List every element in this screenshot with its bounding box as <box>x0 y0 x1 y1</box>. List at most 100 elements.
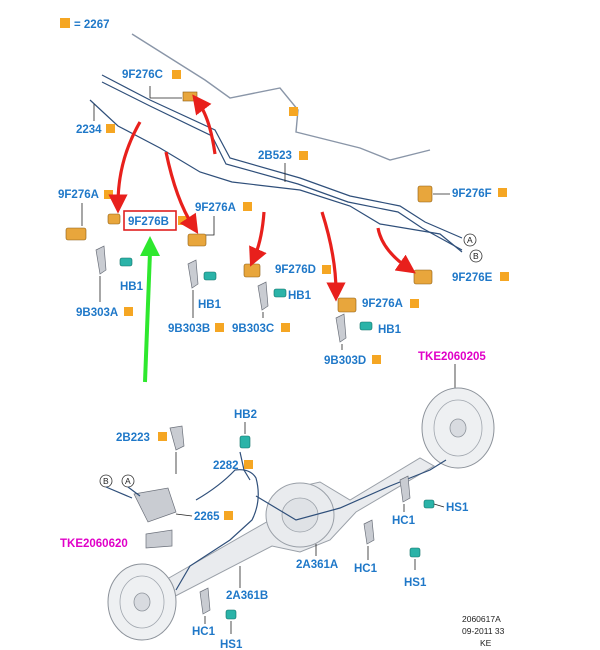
label-2b523: 2B523 <box>258 150 292 162</box>
hose-hb1-c <box>273 288 287 298</box>
leader-hs1-a <box>433 503 445 508</box>
fitting-9f276f <box>417 185 433 203</box>
label-2265: 2265 <box>194 511 220 523</box>
bracket-2b223 <box>169 425 185 451</box>
red-arrow-to-9f276b <box>108 121 142 214</box>
marker-9f276f <box>498 188 507 197</box>
brake-line-upper <box>101 74 463 239</box>
marker-grey-line <box>289 107 298 116</box>
label-tke-right: TKE2060205 <box>418 351 486 363</box>
label-hb2: HB2 <box>234 409 257 421</box>
red-arrow-to-9f276a-right <box>320 211 346 302</box>
label-hc1-b: HC1 <box>354 563 378 575</box>
hose-hb2 <box>239 435 251 449</box>
bracket-hc1-c <box>199 587 211 615</box>
label-2234: 2234 <box>76 124 102 136</box>
legend-text: = 2267 <box>74 19 110 31</box>
label-hb1-b: HB1 <box>198 299 222 311</box>
label-hs1-a: HS1 <box>446 502 469 514</box>
bracket-9b303b <box>187 259 199 289</box>
label-2a361a: 2A361A <box>296 559 338 571</box>
fitting-9f276d <box>243 263 261 278</box>
label-9b303d: 9B303D <box>324 355 366 367</box>
marker-2234 <box>106 124 115 133</box>
valve-assembly <box>133 487 177 523</box>
drum-left-inner <box>119 575 165 629</box>
marker-9f276c <box>172 70 181 79</box>
marker-9b303b <box>215 323 224 332</box>
drum-left-hub <box>133 592 151 612</box>
hose-hb1-d <box>359 321 373 331</box>
marker-9b303d <box>372 355 381 364</box>
label-hb1-d: HB1 <box>378 324 402 336</box>
marker-9f276d <box>322 265 331 274</box>
drum-right-inner <box>433 399 483 457</box>
leader-2265 <box>175 513 193 517</box>
red-arrow-to-9f276e <box>376 227 416 274</box>
label-2a361b: 2A361B <box>226 590 268 602</box>
differential-cover <box>281 497 319 533</box>
marker-9f276a-left <box>104 190 113 199</box>
axle-brake-line-left <box>175 469 259 591</box>
valve-lines <box>105 486 141 499</box>
circle-b-top-label: B <box>473 251 479 261</box>
label-9f276b: 9F276B <box>128 216 169 228</box>
red-arrow-to-9f276a-mid <box>164 151 199 235</box>
leader-9f276c <box>149 86 182 99</box>
label-9b303a: 9B303A <box>76 307 118 319</box>
label-2b223: 2B223 <box>116 432 150 444</box>
hose-hb1-a <box>119 257 133 267</box>
circle-b-low-label: B <box>103 476 109 486</box>
bracket-9b303c <box>257 281 269 311</box>
fitting-9f276a-left <box>65 227 87 241</box>
label-tke-left: TKE2060620 <box>60 538 128 550</box>
leader-9f276a-mid <box>205 216 215 236</box>
label-9f276f: 9F276F <box>452 188 492 200</box>
circle-a-low-label: A <box>125 476 131 486</box>
label-hc1-a: HC1 <box>392 515 416 527</box>
marker-9f276a-mid <box>243 202 252 211</box>
label-hs1-c: HS1 <box>220 639 243 650</box>
brake-line-lower <box>89 99 463 253</box>
footer-code: KE <box>480 638 492 648</box>
label-9f276c: 9F276C <box>122 69 163 81</box>
drum-right-hub <box>449 418 467 438</box>
fitting-9f276e <box>413 269 433 285</box>
bracket-9b303d <box>335 313 347 343</box>
legend-marker <box>60 18 70 28</box>
axle-brake-line-right <box>255 459 447 521</box>
label-hs1-b: HS1 <box>404 577 427 589</box>
fitting-9f276c <box>182 91 198 102</box>
hose-hb1-b <box>203 271 217 281</box>
hose-hs1-b <box>409 547 421 558</box>
label-9b303c: 9B303C <box>232 323 274 335</box>
label-9f276a-mid: 9F276A <box>195 202 236 214</box>
bracket-hc1-a <box>399 475 411 503</box>
brake-line-upper-2 <box>101 81 463 251</box>
brake-line-grey <box>131 33 431 161</box>
marker-9b303a <box>124 307 133 316</box>
green-arrow <box>143 251 152 383</box>
red-arrow-to-9f276d <box>249 211 267 267</box>
circle-b-top <box>469 249 483 263</box>
marker-9f276b <box>178 216 187 225</box>
bracket-9b303a <box>95 245 107 275</box>
label-9f276d: 9F276D <box>275 264 316 276</box>
marker-9b303c <box>281 323 290 332</box>
label-9f276a-right: 9F276A <box>362 298 403 310</box>
label-2282: 2282 <box>213 460 239 472</box>
bracket-tke-left <box>145 529 173 549</box>
marker-2b223 <box>158 432 167 441</box>
marker-2282 <box>244 460 253 469</box>
circle-a-top <box>463 233 477 247</box>
red-arrow-to-9f276c <box>192 94 217 155</box>
circle-a-top-label: A <box>467 235 473 245</box>
footer-figure-id: 2060617A <box>462 614 501 624</box>
label-hb1-a: HB1 <box>120 281 144 293</box>
label-hb1-c: HB1 <box>288 290 312 302</box>
label-hc1-c: HC1 <box>192 626 216 638</box>
highlight-box-9f276b <box>123 210 177 231</box>
marker-2b523 <box>299 151 308 160</box>
